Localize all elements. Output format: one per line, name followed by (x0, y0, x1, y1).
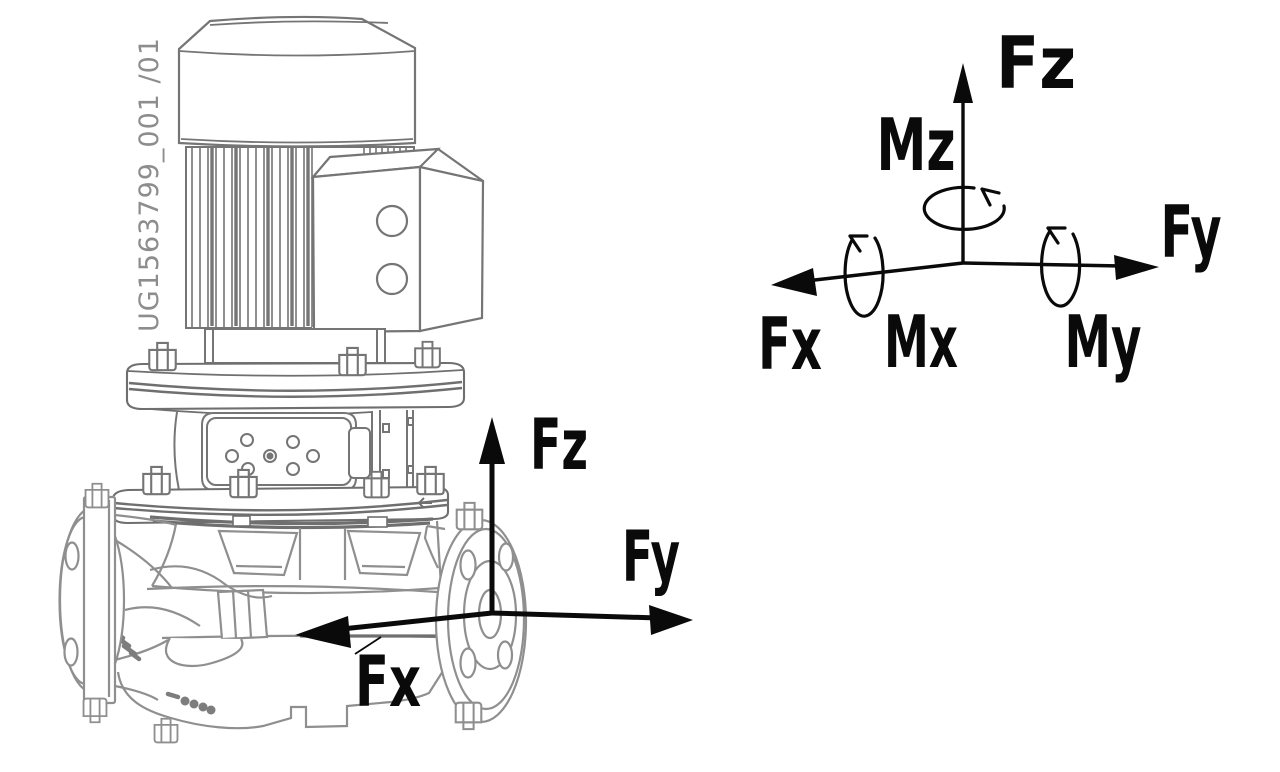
inspection-window (217, 529, 299, 577)
fx-axis-arrow (295, 610, 493, 648)
suction-flange (58, 482, 126, 724)
flange-hole (497, 542, 515, 572)
moment-mz-arc (922, 185, 1006, 231)
hex-bolt (142, 465, 171, 496)
coords-fz-arrow (953, 63, 973, 263)
pump-fx-label: Fx (355, 641, 421, 723)
coupling-plate (201, 412, 357, 491)
vent-holes (225, 433, 320, 476)
hex-bolt (414, 340, 441, 369)
pump-axes (295, 417, 693, 655)
coupling-guard-plate (348, 427, 371, 479)
flange-hole (459, 647, 477, 679)
coords-fx-arrow (771, 261, 964, 296)
hex-bolt (153, 717, 179, 744)
flange-hole (63, 637, 79, 667)
terminal-box-hole (375, 262, 409, 296)
hex-bolt (455, 501, 484, 531)
pump-fz-label: Fz (530, 404, 588, 486)
coords-mz-label: Mz (877, 103, 956, 187)
discharge-bracket (423, 524, 446, 569)
coords-fx-label: Fx (758, 302, 822, 386)
motor-fan-cover (177, 15, 417, 148)
flange-hole (496, 640, 514, 670)
terminal-box-hole (375, 204, 409, 238)
flange-hole (459, 549, 477, 581)
pump-fy-label: Fy (622, 516, 680, 598)
motor-fins (191, 147, 407, 327)
moment-my-arc (1040, 226, 1082, 308)
hex-bolt (416, 465, 445, 496)
hex-bolt (82, 697, 108, 724)
volute-casing (114, 513, 444, 744)
flange-hole (64, 541, 80, 571)
volute-bowl (116, 670, 444, 730)
drawing-id-text: UG1563799_001 /01 (134, 37, 165, 332)
hex-bolt (454, 701, 483, 731)
coords-fy-arrow (962, 255, 1159, 280)
hex-bolt (148, 341, 177, 372)
inspection-window (346, 529, 422, 577)
hex-bolt (84, 482, 110, 509)
terminal-box-side (418, 165, 485, 333)
casting-mark (165, 691, 181, 700)
coords-fz-label: Fz (996, 21, 1076, 105)
fx-leader-line (354, 636, 382, 655)
volute-lobe (164, 637, 244, 667)
fy-axis-arrow (491, 605, 693, 635)
fz-axis-arrow (479, 417, 505, 613)
coordinate-diagram (771, 63, 1159, 318)
coords-my-label: My (1065, 300, 1142, 384)
pump-head (151, 520, 446, 595)
coords-mx-label: Mx (884, 300, 958, 384)
coords-fy-label: Fy (1161, 190, 1222, 274)
moment-mx-arc (843, 234, 885, 318)
terminal-box-front (311, 165, 422, 334)
motor-fins-thick (210, 148, 310, 326)
terminal-box (310, 147, 485, 334)
motor-stool-flange (125, 361, 466, 416)
flow-direction-stamp (417, 497, 432, 509)
